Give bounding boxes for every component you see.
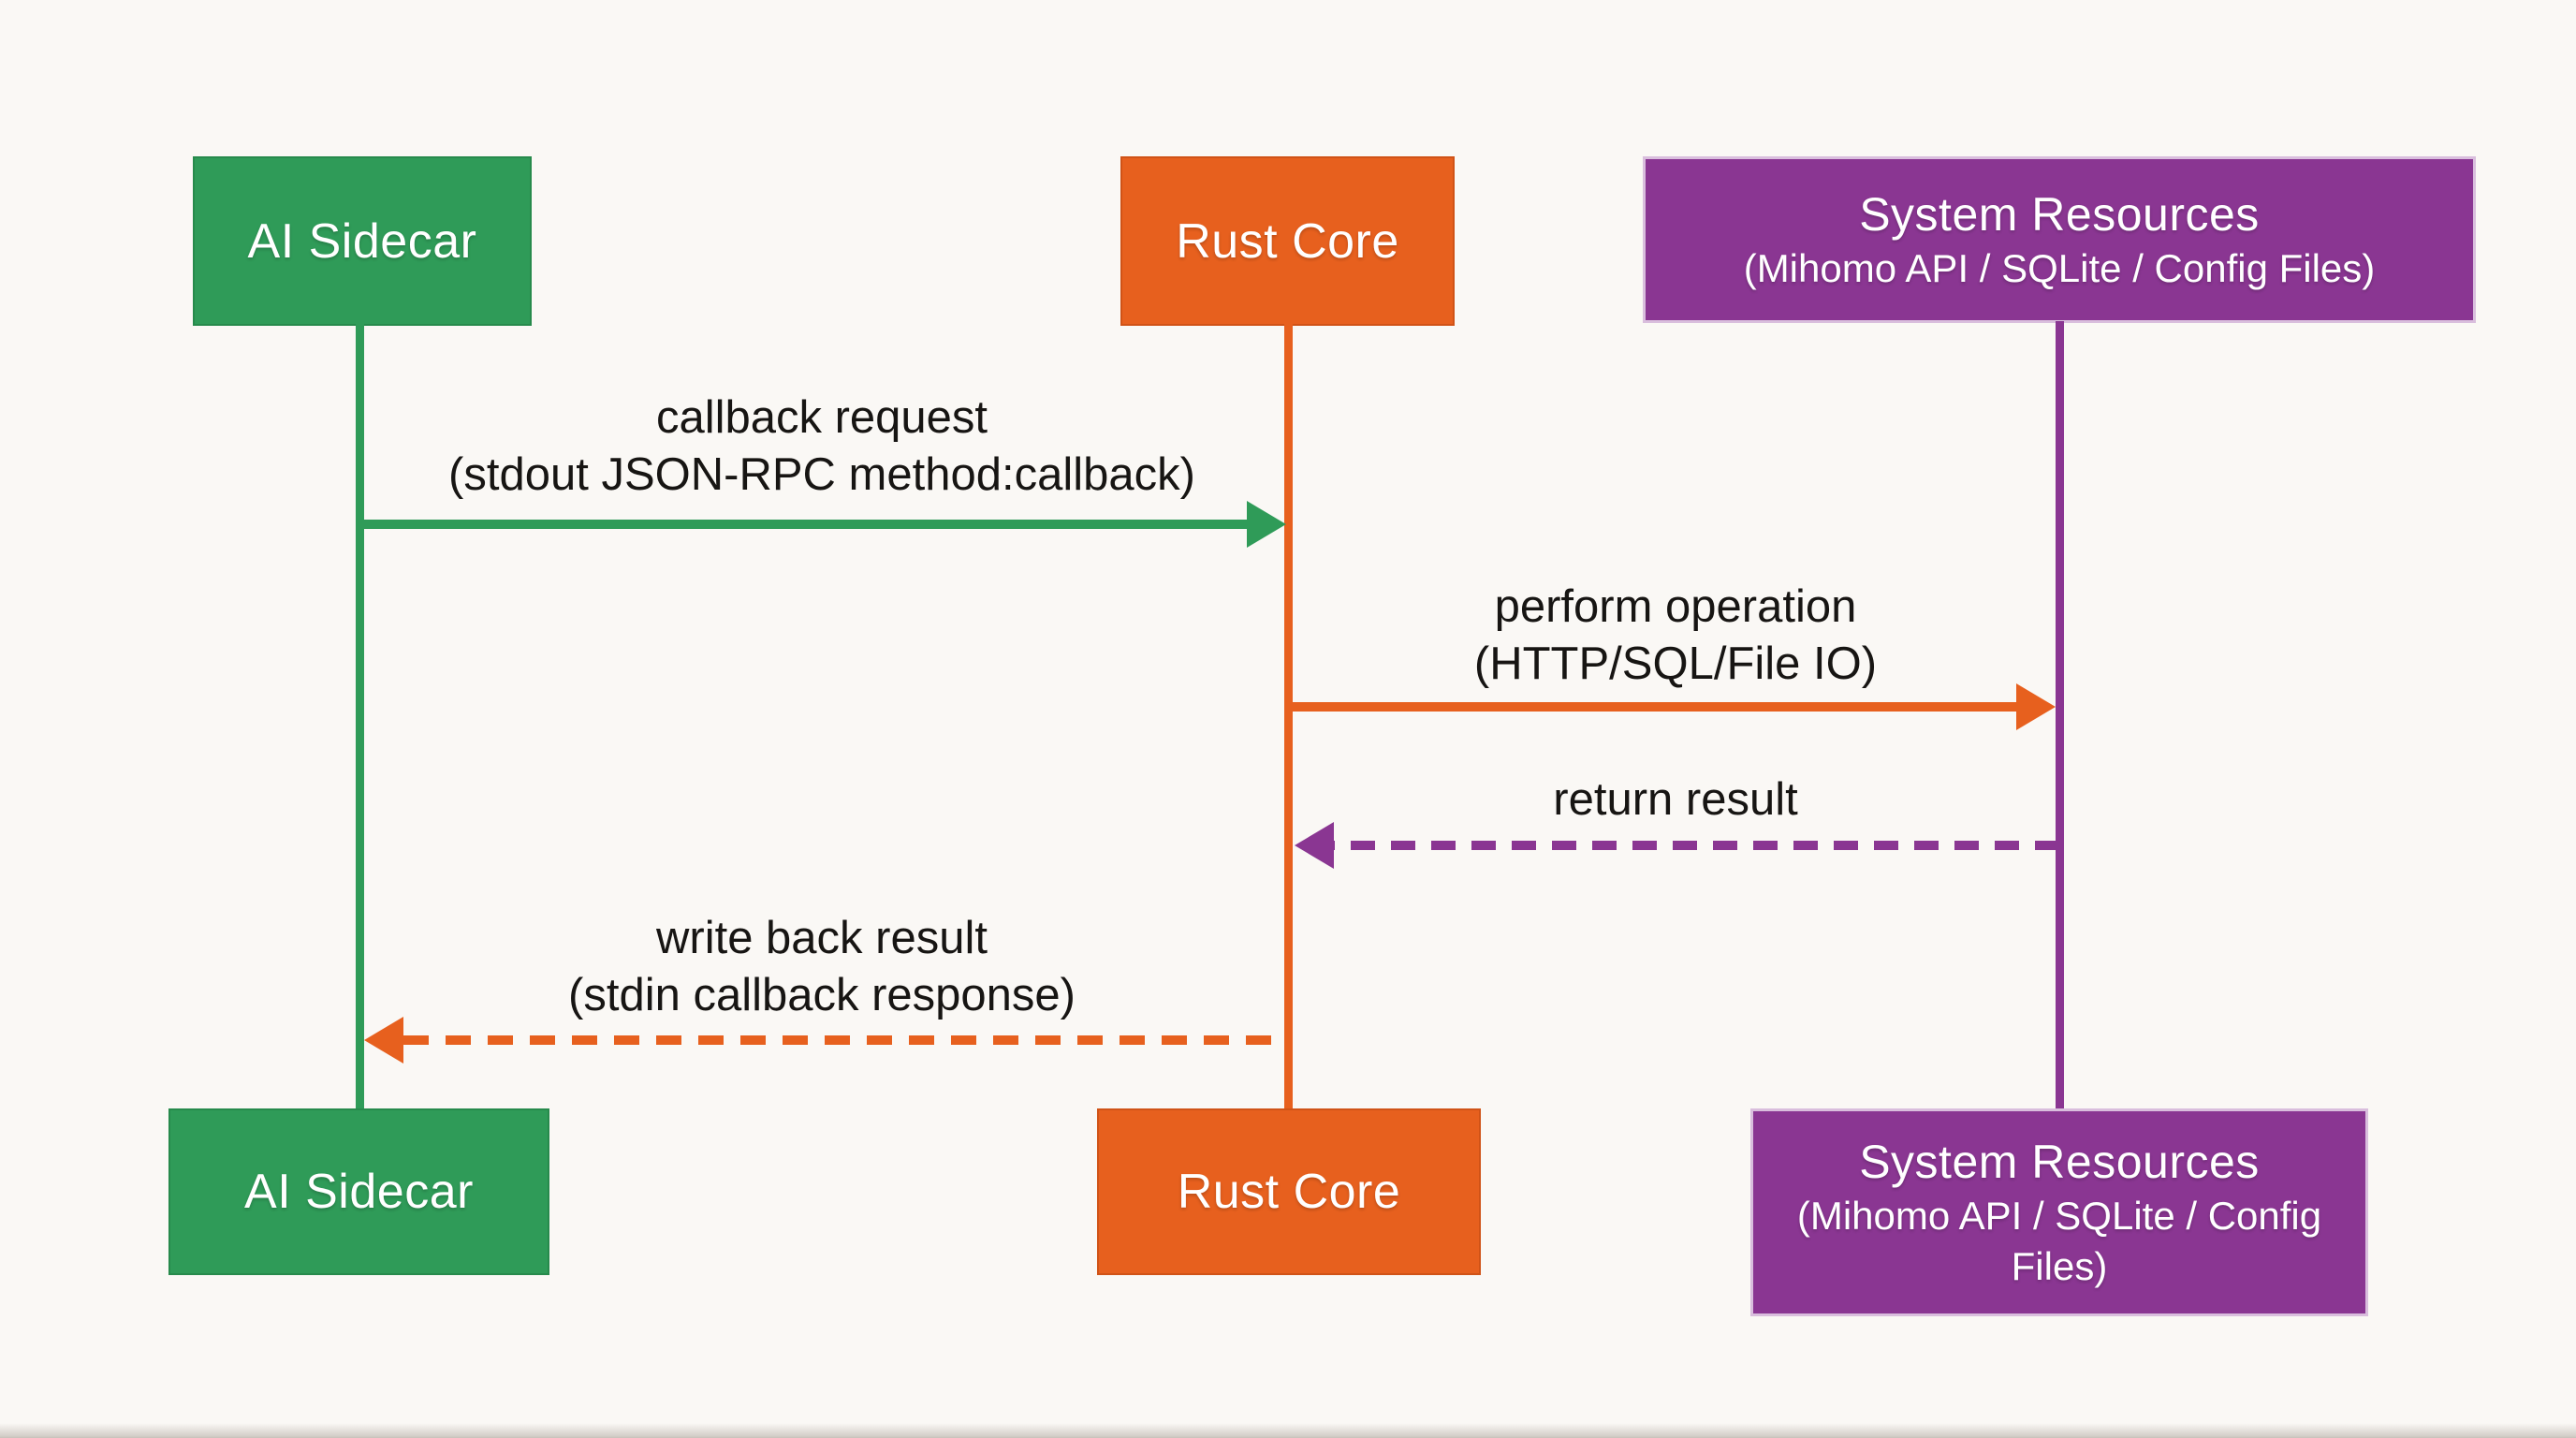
actor-ai-sidecar-top-box: AI Sidecar <box>193 156 532 326</box>
actor-system-resources-bottom-label: System Resources <box>1859 1136 2260 1188</box>
lifeline-ai-sidecar <box>356 324 364 1108</box>
message-2-arrowhead-right-icon <box>2016 683 2056 730</box>
actor-rust-core-top-box: Rust Core <box>1120 156 1455 326</box>
message-1-arrow-line <box>360 520 1247 529</box>
actor-ai-sidecar-label: AI Sidecar <box>247 213 477 269</box>
actor-system-resources-label: System Resources <box>1859 188 2260 241</box>
message-2-title: perform operation <box>1494 581 1857 632</box>
message-2-label: perform operation (HTTP/SQL/File IO) <box>1254 579 2097 693</box>
message-4-title: write back result <box>655 913 988 963</box>
actor-rust-core-label: Rust Core <box>1176 213 1399 269</box>
message-1-detail: (stdout JSON-RPC method:callback) <box>448 449 1195 500</box>
actor-ai-sidecar-bottom-label: AI Sidecar <box>244 1165 474 1219</box>
message-1-label: callback request (stdout JSON-RPC method… <box>359 389 1285 504</box>
actor-system-resources-bottom-sublabel: (Mihomo API / SQLite / Config Files) <box>1796 1194 2322 1288</box>
message-4-arrow-line <box>403 1035 1284 1045</box>
message-4-label: write back result (stdin callback respon… <box>359 910 1285 1024</box>
message-3-label: return result <box>1348 771 2003 829</box>
message-4-arrowhead-left-icon <box>364 1017 403 1064</box>
actor-system-resources-bottom-box: System Resources (Mihomo API / SQLite / … <box>1750 1108 2368 1316</box>
message-3-arrow-line <box>1334 841 2059 850</box>
actor-rust-core-bottom-label: Rust Core <box>1177 1165 1401 1219</box>
message-1-title: callback request <box>655 392 988 443</box>
actor-ai-sidecar-bottom-box: AI Sidecar <box>168 1108 549 1275</box>
actor-rust-core-bottom-box: Rust Core <box>1097 1108 1481 1275</box>
message-1-arrowhead-right-icon <box>1247 501 1286 548</box>
actor-system-resources-top-box: System Resources (Mihomo API / SQLite / … <box>1643 156 2476 323</box>
actor-system-resources-sublabel: (Mihomo API / SQLite / Config Files) <box>1743 246 2376 290</box>
lifeline-system-resources <box>2056 321 2064 1108</box>
lifeline-rust-core <box>1284 324 1293 1108</box>
page-bottom-edge-shadow <box>0 1423 2576 1438</box>
message-2-detail: (HTTP/SQL/File IO) <box>1473 638 1878 689</box>
message-3-title: return result <box>1553 774 1798 825</box>
message-2-arrow-line <box>1293 702 2016 712</box>
message-4-detail: (stdin callback response) <box>568 970 1076 1020</box>
message-3-arrowhead-left-icon <box>1295 822 1334 869</box>
